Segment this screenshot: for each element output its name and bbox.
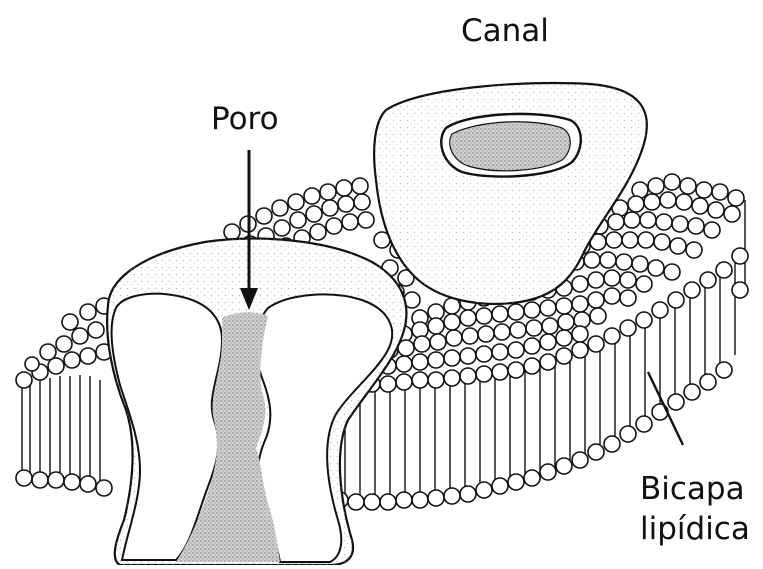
label-bicapa-line1: Bicapa [640,474,750,505]
label-bicapa-line2: lipídica [640,514,750,545]
label-bicapa-lipidica: Bicapa lipídica [640,474,750,545]
label-poro: Poro [211,104,279,135]
pore-protein [107,239,406,565]
canal-protein [374,83,647,304]
label-canal: Canal [461,16,549,47]
